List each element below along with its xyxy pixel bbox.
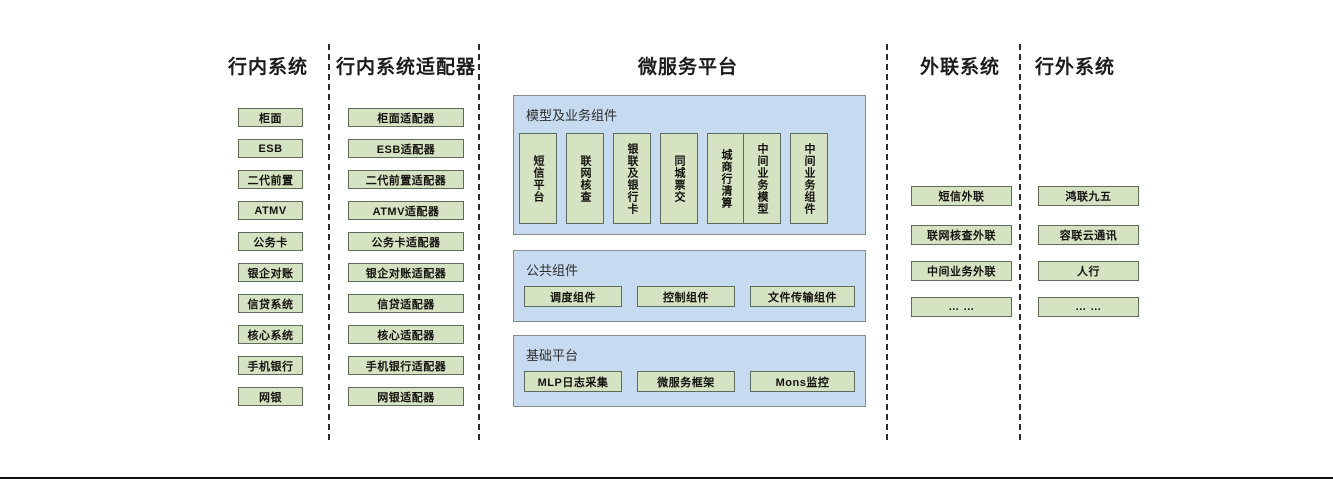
list-item[interactable]: ATMV适配器 (348, 201, 464, 220)
list-item[interactable]: 人行 (1038, 261, 1139, 281)
list-item[interactable]: 联网核查外联 (911, 225, 1012, 245)
list-item[interactable]: 网银 (238, 387, 303, 406)
list-item[interactable]: 城商行清算 (707, 133, 745, 224)
column-title-external-link-systems: 外联系统 (919, 57, 1000, 78)
list-item[interactable]: … … (1038, 297, 1139, 317)
list-item[interactable]: 文件传输组件 (750, 286, 855, 307)
list-item[interactable]: 柜面 (238, 108, 303, 127)
list-item[interactable]: 鸿联九五 (1038, 186, 1139, 206)
list-item[interactable]: 短信平台 (519, 133, 557, 224)
divider-3 (886, 44, 888, 440)
list-item[interactable]: Mons监控 (750, 371, 855, 392)
list-item[interactable]: 联网核查 (566, 133, 604, 224)
list-item[interactable]: MLP日志采集 (524, 371, 622, 392)
list-item[interactable]: 银企对账 (238, 263, 303, 282)
list-item[interactable]: 调度组件 (524, 286, 622, 307)
panel-label: 公共组件 (526, 263, 579, 278)
list-item[interactable]: 网银适配器 (348, 387, 464, 406)
list-item[interactable]: 短信外联 (911, 186, 1012, 206)
column-title-off-bank-systems: 行外系统 (1034, 57, 1115, 78)
column-title-microservice-platform: 微服务平台 (637, 57, 738, 78)
list-item[interactable]: ESB (238, 139, 303, 158)
list-item[interactable]: 控制组件 (637, 286, 735, 307)
list-item[interactable]: … … (911, 297, 1012, 317)
list-item[interactable]: 公务卡 (238, 232, 303, 251)
list-item[interactable]: 微服务框架 (637, 371, 735, 392)
list-item[interactable]: 二代前置适配器 (348, 170, 464, 189)
list-item[interactable]: 核心适配器 (348, 325, 464, 344)
bottom-divider (0, 477, 1333, 479)
panel-label: 模型及业务组件 (526, 108, 618, 123)
divider-4 (1019, 44, 1021, 440)
list-item[interactable]: 中间业务模型 (743, 133, 781, 224)
list-item[interactable]: 手机银行 (238, 356, 303, 375)
list-item[interactable]: 银企对账适配器 (348, 263, 464, 282)
list-item[interactable]: 容联云通讯 (1038, 225, 1139, 245)
list-item[interactable]: ESB适配器 (348, 139, 464, 158)
divider-2 (478, 44, 480, 440)
list-item[interactable]: 手机银行适配器 (348, 356, 464, 375)
column-title-in-bank-systems: 行内系统 (227, 57, 308, 78)
list-item[interactable]: 同城票交 (660, 133, 698, 224)
list-item[interactable]: 核心系统 (238, 325, 303, 344)
list-item[interactable]: 中间业务组件 (790, 133, 828, 224)
panel-label: 基础平台 (526, 348, 579, 363)
list-item[interactable]: 银联及银行卡 (613, 133, 651, 224)
divider-1 (328, 44, 330, 440)
list-item[interactable]: 信贷系统 (238, 294, 303, 313)
list-item[interactable]: ATMV (238, 201, 303, 220)
list-item[interactable]: 中间业务外联 (911, 261, 1012, 281)
list-item[interactable]: 二代前置 (238, 170, 303, 189)
list-item[interactable]: 信贷适配器 (348, 294, 464, 313)
column-title-in-bank-adapters: 行内系统适配器 (335, 57, 476, 78)
list-item[interactable]: 公务卡适配器 (348, 232, 464, 251)
list-item[interactable]: 柜面适配器 (348, 108, 464, 127)
